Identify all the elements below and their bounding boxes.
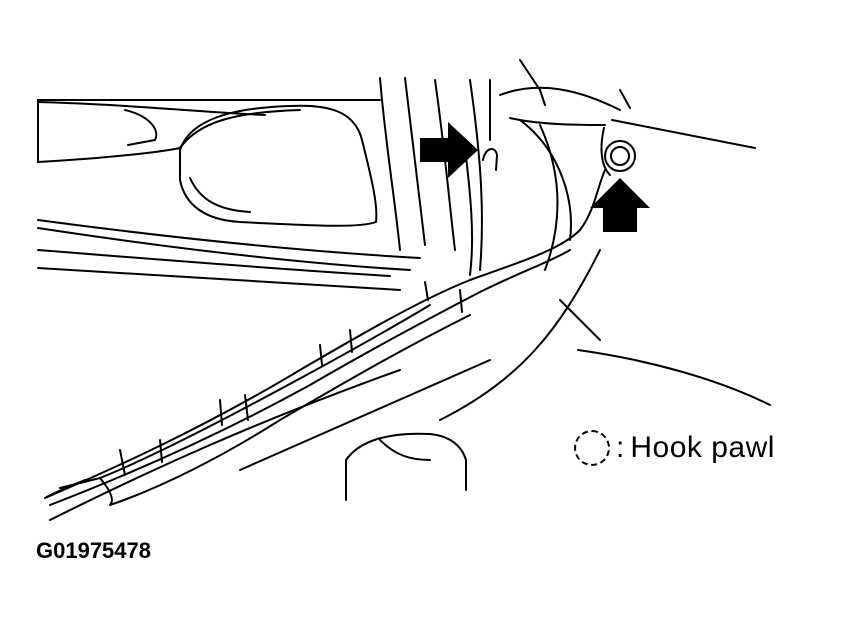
panel-recess	[179, 104, 378, 227]
trim-strip	[44, 147, 606, 506]
figure-id: G01975478	[36, 538, 151, 563]
legend-separator: :	[616, 431, 625, 464]
upper-body-panel	[37, 59, 756, 271]
hook-pawl-eyelet	[600, 127, 636, 176]
pillar-clip	[482, 148, 498, 171]
arrow-right-icon	[420, 122, 478, 178]
door-sill	[37, 117, 771, 521]
arrow-up-icon	[590, 178, 650, 232]
legend: : Hook pawl	[574, 430, 775, 466]
dashed-circle-icon	[574, 430, 610, 466]
floor-block	[345, 432, 467, 501]
legend-label: Hook pawl	[630, 431, 775, 464]
